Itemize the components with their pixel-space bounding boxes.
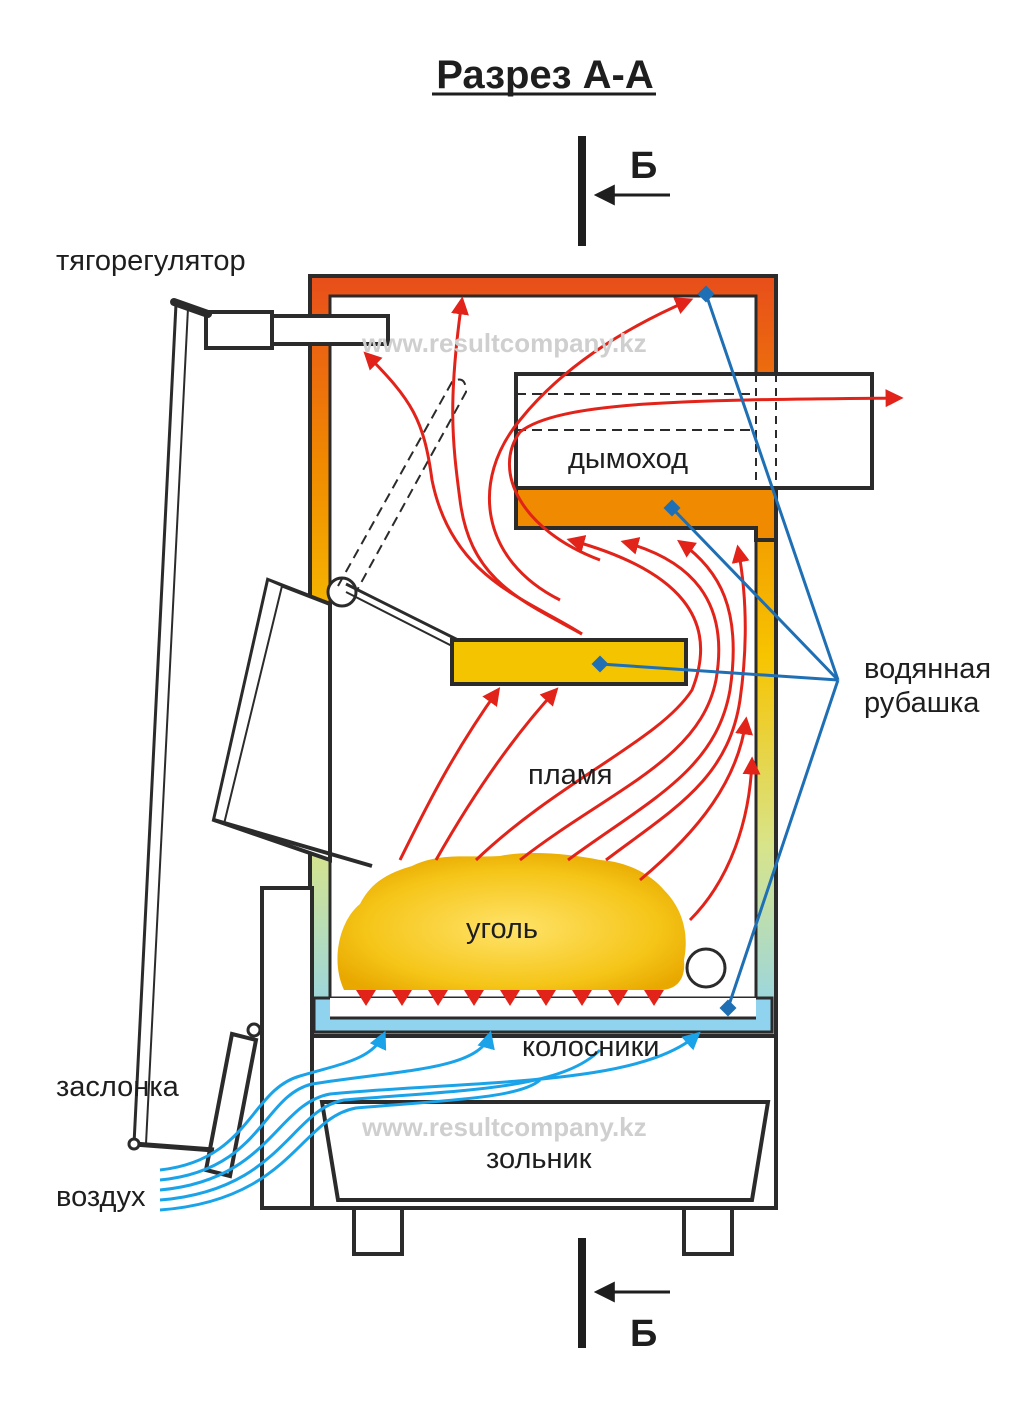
water-pipe-circle bbox=[685, 947, 727, 989]
leg-left bbox=[352, 1206, 404, 1256]
watermark-bottom: www.resultcompany.kz bbox=[361, 1112, 647, 1142]
chimney-water-jacket bbox=[514, 486, 778, 542]
loading-door bbox=[211, 378, 468, 868]
air-damper bbox=[127, 1022, 262, 1179]
air-flow-arrows bbox=[159, 1030, 701, 1212]
label-chimney: дымоход bbox=[568, 443, 688, 475]
label-damper: заслонка bbox=[56, 1071, 180, 1103]
water-jacket-pointers bbox=[599, 293, 840, 1009]
section-mark-top: Б bbox=[578, 136, 670, 246]
label-air: воздух bbox=[56, 1181, 146, 1213]
label-coal: уголь bbox=[466, 913, 538, 945]
diagram-title: Разрез А-А bbox=[436, 53, 654, 97]
section-mark-bottom-label: Б bbox=[630, 1313, 657, 1355]
ash-pan bbox=[319, 1100, 771, 1202]
label-water-jacket-line1: водянная bbox=[864, 653, 991, 685]
label-draft-regulator: тягорегулятор bbox=[56, 245, 246, 277]
baffle-plate bbox=[450, 638, 688, 686]
section-mark-bottom: Б bbox=[578, 1238, 670, 1355]
label-ash-pan: зольник bbox=[486, 1143, 592, 1175]
watermark-top: www.resultcompany.kz bbox=[361, 328, 647, 358]
section-mark-top-label: Б bbox=[630, 145, 657, 187]
flame-flow-arrows bbox=[363, 296, 904, 922]
label-water-jacket-line2: рубашка bbox=[864, 687, 980, 719]
draft-regulator bbox=[132, 298, 390, 1145]
coal-pile bbox=[337, 853, 686, 990]
grate-triangles bbox=[356, 990, 664, 1006]
label-grates: колосники bbox=[522, 1031, 659, 1063]
water-jacket-pointer-markers bbox=[591, 285, 737, 1017]
leg-right bbox=[682, 1206, 734, 1256]
chimney bbox=[514, 372, 874, 542]
label-flame: пламя bbox=[528, 759, 612, 791]
